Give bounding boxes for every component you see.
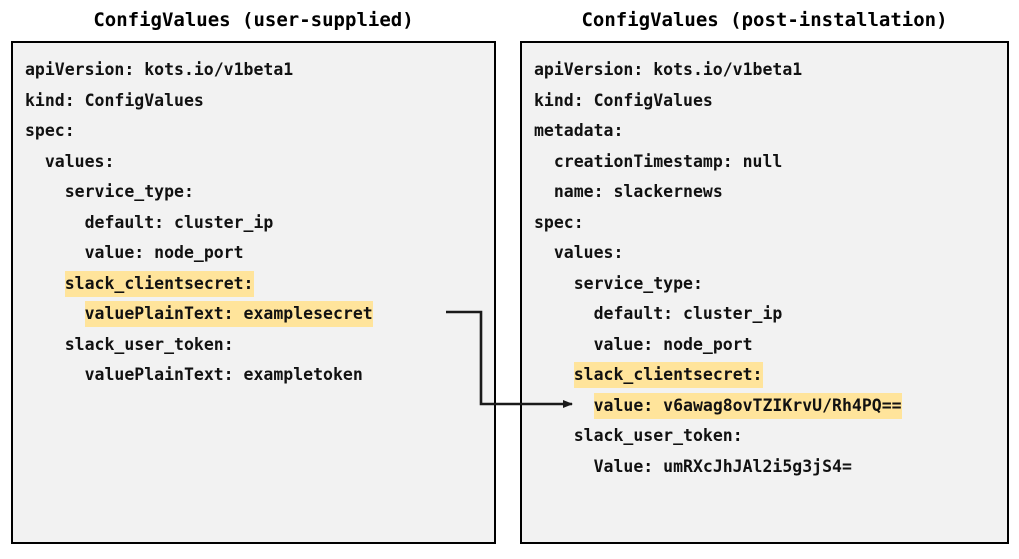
yaml-line-text: spec: [25,121,75,140]
yaml-line-text: values: [553,243,624,262]
yaml-line-text: apiVersion: kots.io/v1beta1 [25,60,294,79]
left-yaml-line: slack_user_token: [13,330,494,361]
yaml-line-text: name: slackernews [553,182,723,201]
indent-spacer [25,304,85,323]
yaml-line-text: value: node_port [84,243,244,262]
yaml-line-text: apiVersion: kots.io/v1beta1 [534,60,803,79]
yaml-line-text: creationTimestamp: null [553,151,783,171]
right-yaml-line: value: node_port [522,330,1007,361]
yaml-line-text-highlighted: valuePlainText: examplesecret [84,301,373,327]
indent-spacer [25,243,85,262]
right-yaml-line: Value: umRXcJhJAl2i5g3jS4= [522,452,1007,483]
yaml-line-text: slack_user_token: [573,426,743,445]
indent-spacer [534,304,594,323]
left-yaml-line: valuePlainText: examplesecret [13,299,494,330]
indent-spacer [534,182,554,201]
right-yaml-line: metadata: [522,116,1007,147]
indent-spacer [25,213,85,232]
yaml-line-text: Value: umRXcJhJAl2i5g3jS4= [593,456,852,476]
left-yaml-line: kind: ConfigValues [13,86,494,117]
indent-spacer [25,365,85,384]
left-yaml-box: apiVersion: kots.io/v1beta1 kind: ConfigV… [11,41,496,544]
yaml-line-text: spec: [534,212,584,232]
indent-spacer [534,243,554,262]
indent-spacer [534,152,554,171]
left-yaml-lines: apiVersion: kots.io/v1beta1 kind: ConfigV… [13,43,494,391]
yaml-line-text: slack_user_token: [64,334,234,354]
indent-spacer [534,457,594,476]
yaml-line-text: value: node_port [593,334,753,354]
yaml-line-text: service_type: [64,182,194,201]
indent-spacer [25,274,65,293]
right-yaml-line: service_type: [522,269,1007,300]
yaml-line-text-highlighted: slack_clientsecret: [573,362,763,388]
right-yaml-box: apiVersion: kots.io/v1beta1 kind: ConfigV… [520,41,1009,544]
right-yaml-line: slack_clientsecret: [522,360,1007,391]
indent-spacer [534,426,574,445]
left-yaml-line: default: cluster_ip [13,208,494,239]
indent-spacer [25,335,65,354]
indent-spacer [25,152,45,171]
right-yaml-line: values: [522,238,1007,269]
yaml-line-text: default: cluster_ip [593,304,783,323]
left-yaml-line: slack_clientsecret: [13,269,494,300]
yaml-line-text: default: cluster_ip [84,212,274,232]
yaml-line-text: metadata: [534,121,624,140]
right-yaml-line: name: slackernews [522,177,1007,208]
right-yaml-line: creationTimestamp: null [522,147,1007,178]
indent-spacer [534,365,574,384]
right-yaml-line: spec: [522,208,1007,239]
yaml-line-text: valuePlainText: exampletoken [84,365,363,384]
right-panel-title: ConfigValues (post-installation) [581,9,948,31]
right-yaml-line: kind: ConfigValues [522,86,1007,117]
yaml-line-text: kind: ConfigValues [25,90,204,110]
right-yaml-line: value: v6awag8ovTZIKrvU/Rh4PQ== [522,391,1007,422]
indent-spacer [534,396,594,415]
yaml-line-text-highlighted: slack_clientsecret: [64,270,254,297]
left-yaml-line: values: [13,147,494,178]
left-panel-title: ConfigValues (user-supplied) [93,9,414,31]
right-yaml-lines: apiVersion: kots.io/v1beta1 kind: ConfigV… [522,43,1007,482]
indent-spacer [534,335,594,354]
left-yaml-line: spec: [13,116,494,147]
yaml-line-text: values: [44,151,115,171]
left-yaml-line: apiVersion: kots.io/v1beta1 [13,55,494,86]
indent-spacer [534,274,574,293]
right-yaml-line: slack_user_token: [522,421,1007,452]
left-yaml-line: valuePlainText: exampletoken [13,360,494,391]
yaml-line-text: kind: ConfigValues [534,90,713,110]
right-yaml-line: default: cluster_ip [522,299,1007,330]
left-yaml-line: value: node_port [13,238,494,269]
right-yaml-line: apiVersion: kots.io/v1beta1 [522,55,1007,86]
indent-spacer [25,182,65,201]
left-yaml-line: service_type: [13,177,494,208]
yaml-line-text-highlighted: value: v6awag8ovTZIKrvU/Rh4PQ== [593,392,902,419]
yaml-line-text: service_type: [573,273,703,293]
